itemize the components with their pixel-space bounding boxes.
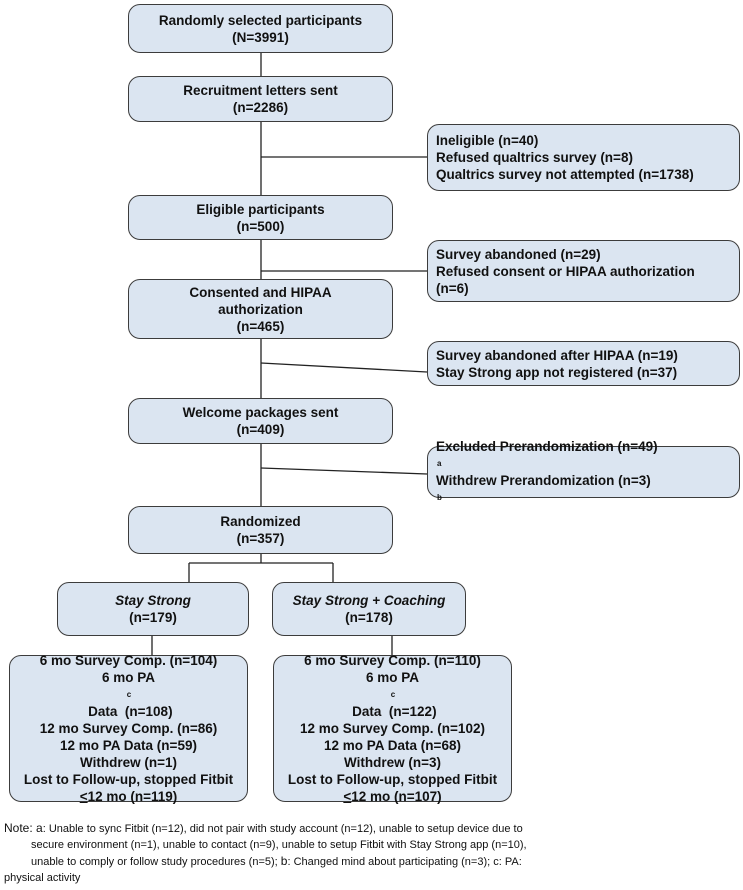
exclusion-line: Ineligible (n=40): [436, 133, 539, 148]
exclusion-line: Survey abandoned after HIPAA (n=19): [436, 347, 678, 363]
exclusion-branch-3: [260, 362, 428, 373]
note-a-text: : Unable to sync Fitbit (n=12), did not …: [42, 823, 523, 835]
footnote-marker-a: a: [437, 459, 442, 468]
exclusion-text: Withdrew Prerandomization (n=3): [436, 473, 651, 488]
eligible-participants-box: Eligible participants (n=500): [128, 195, 393, 240]
randomized-box: Randomized (n=357): [128, 506, 393, 554]
outcome-line: Withdrew (n=1): [79, 755, 177, 770]
footnote-marker-b: b: [437, 493, 442, 502]
exclusion-line: Stay Strong app not registered (n=37): [436, 364, 678, 380]
arm-count: (n=178): [345, 610, 393, 625]
note-a-text: unable to comply or follow study procedu…: [31, 856, 278, 868]
box-count: (n=465): [236, 318, 285, 334]
box-count: (n=409): [236, 422, 285, 437]
box-label: Eligible participants: [196, 201, 325, 217]
exclusion-box-1: Ineligible (n=40) Refused qualtrics surv…: [427, 124, 740, 191]
le-symbol: <: [79, 789, 88, 804]
outcome-line: 6 mo PA c Data (n=108): [84, 669, 172, 720]
exclusion-line: Qualtrics survey not attempted (n=1738): [436, 167, 694, 182]
arm-box-coaching: Stay Strong + Coaching (n=178): [272, 582, 466, 636]
arm-label: Stay Strong: [115, 593, 191, 608]
outcome-text: 6 mo PA: [101, 670, 155, 685]
exclusion-branch-4: [260, 467, 428, 475]
outcome-line: 12 mo Survey Comp. (n=86): [39, 721, 218, 736]
outcome-line: Lost to Follow-up, stopped Fitbit: [287, 772, 498, 787]
footnote-line-3: unable to comply or follow study procedu…: [4, 853, 739, 870]
outcome-line: Withdrew (n=3): [343, 755, 441, 770]
footnote: Note: a: Unable to sync Fitbit (n=12), d…: [4, 820, 739, 886]
note-b-label: b: [280, 854, 288, 868]
box-label-line2: authorization: [218, 301, 303, 317]
box-count: (N=3991): [232, 29, 289, 45]
outcome-line: 12 mo Survey Comp. (n=102): [300, 721, 485, 736]
box-label: Randomly selected participants: [158, 12, 363, 28]
box-label-line1: Consented and HIPAA: [189, 284, 332, 300]
exclusion-box-4: Excluded Prerandomization (n=49) a Withdr…: [427, 439, 740, 502]
exclusion-text: Excluded Prerandomization (n=49): [436, 439, 658, 454]
outcome-text: 12 mo (n=107): [351, 789, 442, 804]
exclusion-line: Withdrew Prerandomization (n=3) b: [436, 472, 651, 506]
note-prefix: Note:: [4, 821, 37, 835]
outcome-line: 6 mo Survey Comp. (n=110): [304, 653, 481, 668]
box-label: Randomized: [220, 514, 301, 529]
welcome-packages-box: Welcome packages sent (n=409): [128, 398, 393, 444]
outcome-line: <12 mo (n=119): [80, 788, 178, 805]
outcome-text: 6 mo PA: [365, 670, 419, 685]
box-count: (n=2286): [232, 100, 289, 115]
exclusion-line: (n=6): [436, 280, 469, 296]
footnote-marker-c: c: [390, 690, 396, 699]
box-label: Recruitment letters sent: [183, 83, 338, 98]
note-a-label: a: [36, 821, 43, 835]
exclusion-box-2: Survey abandoned (n=29) Refused consent …: [427, 240, 740, 302]
box-count: (n=500): [236, 218, 285, 234]
le-symbol: <: [343, 789, 352, 804]
arm-label: Stay Strong + Coaching: [292, 593, 446, 608]
outcome-line: 12 mo PA Data (n=68): [324, 738, 461, 753]
outcome-line: Lost to Follow-up, stopped Fitbit: [23, 772, 234, 787]
arm-count: (n=179): [129, 610, 177, 625]
exclusion-line: Refused consent or HIPAA authorization: [436, 263, 695, 279]
outcome-text: 12 mo (n=119): [87, 789, 178, 804]
outcome-line: 6 mo Survey Comp. (n=104): [39, 653, 218, 668]
footnote-line-1: Note: a: Unable to sync Fitbit (n=12), d…: [4, 820, 739, 837]
note-b-text: : Changed mind about participating (n=3)…: [287, 856, 491, 868]
outcome-line: 12 mo PA Data (n=59): [60, 738, 197, 753]
outcome-box-stay-strong: 6 mo Survey Comp. (n=104) 6 mo PA c Data …: [9, 653, 248, 805]
exclusion-line: Excluded Prerandomization (n=49) a: [436, 438, 658, 472]
outcome-line: <12 mo (n=107): [343, 788, 441, 805]
exclusion-line: Refused qualtrics survey (n=8): [436, 150, 633, 165]
footnote-line-2: secure environment (n=1), unable to cont…: [31, 839, 527, 851]
outcome-line: 6 mo PA c Data (n=122): [348, 669, 436, 720]
box-count: (n=357): [236, 531, 285, 546]
outcome-box-coaching: 6 mo Survey Comp. (n=110) 6 mo PA c Data …: [273, 653, 512, 805]
note-c-text: c: PA:: [493, 856, 522, 868]
arm-box-stay-strong: Stay Strong (n=179): [57, 582, 249, 636]
outcome-text: Data (n=122): [348, 704, 437, 719]
exclusion-box-3: Survey abandoned after HIPAA (n=19) Stay…: [427, 341, 740, 386]
footnote-line-4: physical activity: [4, 872, 81, 884]
randomly-selected-box: Randomly selected participants (N=3991): [128, 4, 393, 53]
exclusion-line: Survey abandoned (n=29): [436, 246, 601, 262]
box-label: Welcome packages sent: [182, 405, 339, 420]
consented-box: Consented and HIPAA authorization (n=465…: [128, 279, 393, 339]
footnote-marker-c: c: [126, 690, 132, 699]
outcome-text: Data (n=108): [84, 704, 173, 719]
recruitment-letters-box: Recruitment letters sent (n=2286): [128, 76, 393, 122]
